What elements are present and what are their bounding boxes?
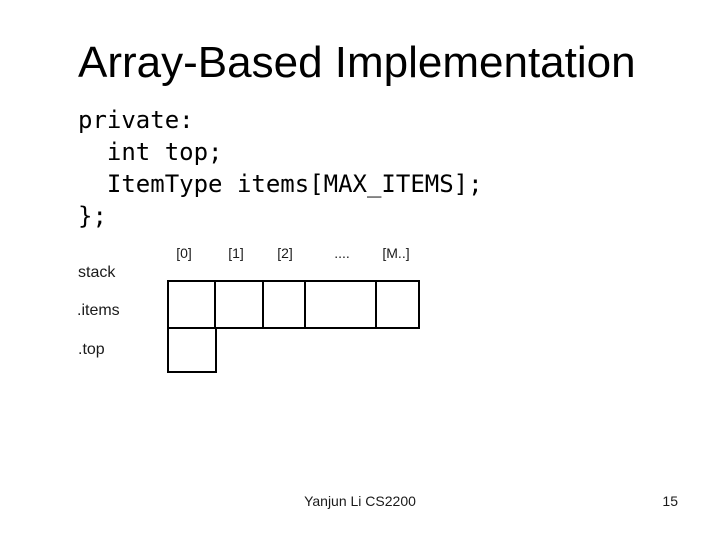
code-block: private: int top; ItemType items[MAX_ITE…: [78, 104, 483, 232]
index-label: [1]: [228, 245, 244, 261]
page-title: Array-Based Implementation: [78, 38, 636, 87]
page-number: 15: [662, 493, 678, 509]
top-value-box: [167, 327, 217, 373]
index-label: ....: [334, 245, 350, 261]
array-cell-divider: [214, 280, 216, 329]
top-field-label: .top: [78, 341, 105, 358]
code-line: ItemType items[MAX_ITEMS];: [78, 170, 483, 198]
index-label: [0]: [176, 245, 192, 261]
code-line: };: [78, 202, 107, 230]
array-cell-divider: [304, 280, 306, 329]
array-cell-divider: [262, 280, 264, 329]
index-label: [2]: [277, 245, 293, 261]
footer-author: Yanjun Li CS2200: [304, 493, 416, 509]
items-array-box: [167, 280, 420, 329]
array-cell-divider: [375, 280, 377, 329]
code-line: private:: [78, 106, 194, 134]
index-label: [M..]: [382, 245, 410, 261]
stack-object-label: stack: [78, 264, 116, 281]
items-field-label: .items: [77, 302, 120, 319]
code-line: int top;: [78, 138, 223, 166]
